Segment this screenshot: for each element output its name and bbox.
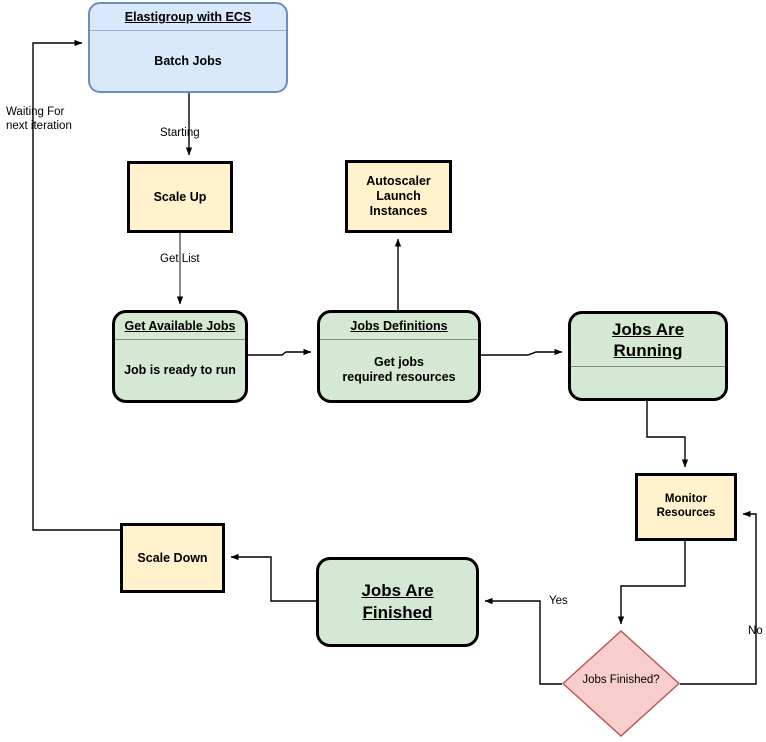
node-body: Scale Up — [153, 189, 207, 204]
node-title: Jobs Are Running — [611, 320, 685, 361]
node-body: Get jobs required resources — [342, 355, 456, 384]
node-title: Jobs Definitions — [350, 319, 448, 333]
node-autoscaler-launch-instances[interactable]: Autoscaler Launch Instances — [345, 160, 452, 233]
edge-jobs-are-finished-to-scale-down — [230, 553, 316, 602]
node-title: Elastigroup with ECS — [124, 10, 252, 24]
edge-get-available-jobs-to-jobs-definitions — [248, 348, 312, 356]
edge-label-waiting-for-next-iteration: Waiting For next iteration — [6, 106, 72, 133]
node-body: Monitor Resources — [656, 493, 716, 519]
edge-monitor-resources-to-decision — [617, 541, 686, 625]
node-body: Jobs Are Finished — [361, 580, 434, 622]
node-scale-down[interactable]: Scale Down — [120, 523, 225, 593]
edge-scale-down-to-elastigroup — [32, 39, 120, 531]
decision-label: Jobs Finished? — [582, 674, 660, 686]
edge-label-starting: Starting — [160, 127, 200, 139]
node-body: Autoscaler Launch Instances — [366, 174, 431, 218]
node-divider — [571, 365, 725, 367]
edge-label-yes: Yes — [549, 595, 568, 607]
node-jobs-are-finished[interactable]: Jobs Are Finished — [316, 557, 479, 647]
node-body: Scale Down — [137, 550, 208, 565]
node-jobs-definitions[interactable]: Jobs Definitions Get jobs required resou… — [317, 310, 481, 403]
node-title: Get Available Jobs — [124, 319, 236, 333]
node-divider — [115, 339, 245, 340]
node-monitor-resources[interactable]: Monitor Resources — [635, 473, 737, 541]
node-scale-up[interactable]: Scale Up — [127, 161, 233, 233]
edge-label-no: No — [748, 625, 763, 637]
edge-decision-no-to-monitor-resources — [680, 510, 757, 685]
edge-jobs-definitions-to-jobs-are-running — [481, 348, 563, 356]
node-get-available-jobs[interactable]: Get Available Jobs Job is ready to run — [112, 310, 248, 403]
node-elastigroup-with-ecs[interactable]: Elastigroup with ECS Batch Jobs — [88, 2, 288, 93]
node-body: Batch Jobs — [154, 53, 222, 68]
node-divider — [320, 339, 478, 340]
node-jobs-are-running[interactable]: Jobs Are Running — [568, 311, 728, 401]
node-body: Job is ready to run — [124, 362, 236, 377]
edge-jobs-are-running-to-monitor-resources — [646, 401, 689, 468]
edge-decision-yes-to-jobs-are-finished — [484, 597, 562, 685]
node-jobs-finished-decision[interactable]: Jobs Finished? — [561, 630, 681, 737]
node-body — [571, 367, 725, 399]
edge-label-get-list: Get List — [160, 253, 200, 265]
node-divider — [90, 30, 286, 31]
diamond-shape — [561, 630, 681, 737]
